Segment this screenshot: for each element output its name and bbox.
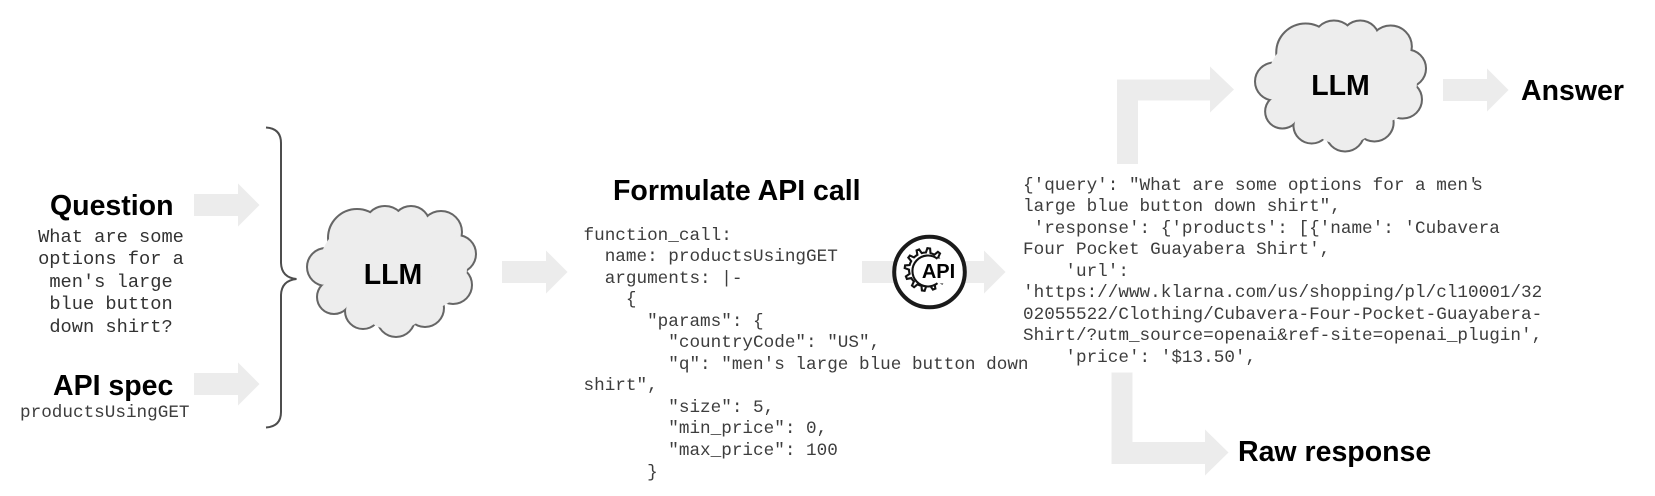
svg-text:LLM: LLM	[364, 259, 423, 291]
svg-text:API: API	[922, 261, 955, 283]
svg-text:LLM: LLM	[1311, 70, 1370, 102]
